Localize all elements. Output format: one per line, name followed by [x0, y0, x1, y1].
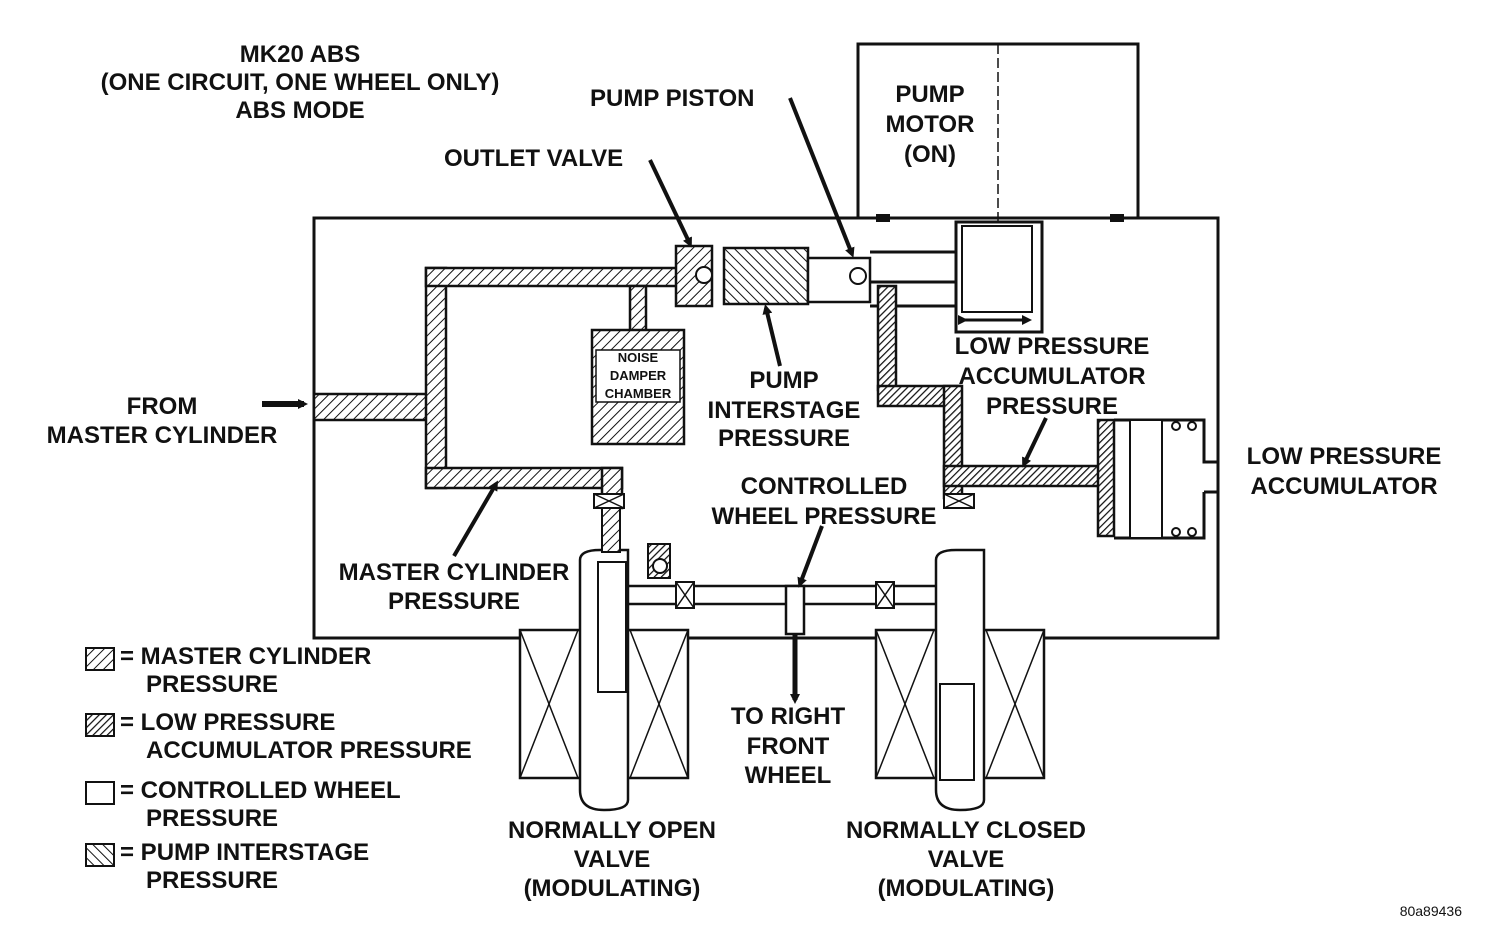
pump-piston-chamber — [722, 246, 810, 306]
noise-damper-label-3: CHAMBER — [605, 386, 672, 401]
pump-inlet-ball — [849, 267, 867, 285]
outlet-valve-label: OUTLET VALVE — [444, 145, 623, 172]
legend: = MASTER CYLINDER PRESSURE = LOW PRESSUR… — [85, 643, 472, 894]
legend-master-line-2: PRESSURE — [146, 671, 278, 698]
title-line-1: MK20 ABS — [240, 41, 360, 68]
master-cyl-pressure-pointer — [452, 480, 499, 558]
pump-piston-label: PUMP PISTON — [590, 85, 754, 112]
pump-piston-pointer — [788, 97, 855, 258]
nc-valve-label-1: NORMALLY CLOSED — [846, 817, 1086, 844]
pump-motor-label-1: PUMP — [895, 81, 964, 108]
lp-acc-pressure-label-1: LOW PRESSURE — [955, 333, 1150, 360]
low-pressure-passages — [876, 284, 1116, 538]
to-wheel-label-2: FRONT — [747, 733, 830, 760]
low-pressure-acc-pointer — [1022, 417, 1048, 468]
from-master-label-2: MASTER CYLINDER — [47, 422, 278, 449]
legend-controlled-line-2: PRESSURE — [146, 805, 278, 832]
lp-acc-pressure-label-3: PRESSURE — [986, 393, 1118, 420]
mc-pressure-label-1: MASTER CYLINDER — [339, 559, 570, 586]
legend-swatch-master — [85, 647, 115, 671]
low-pressure-accumulator — [1114, 418, 1218, 540]
legend-interstage-line-1: = PUMP INTERSTAGE — [120, 839, 369, 866]
legend-controlled-line-1: = CONTROLLED WHEEL — [120, 777, 401, 804]
interstage-pointer — [762, 304, 782, 367]
motor-mount-1 — [876, 214, 890, 222]
nc-valve-label-2: VALVE — [928, 846, 1004, 873]
title-line-2: (ONE CIRCUIT, ONE WHEEL ONLY) — [101, 69, 500, 96]
no-valve-label-1: NORMALLY OPEN — [508, 817, 716, 844]
outlet-valve-pointer — [648, 159, 692, 248]
pump-motor-label-2: MOTOR — [886, 111, 975, 138]
title-line-3: ABS MODE — [235, 97, 364, 124]
motor-mount-2 — [1110, 214, 1124, 222]
legend-lowpress-line-1: = LOW PRESSURE — [120, 709, 335, 736]
outlet-valve-ball — [695, 266, 713, 284]
legend-lowpress-line-2: ACCUMULATOR PRESSURE — [146, 737, 472, 764]
noise-damper-label-box — [595, 349, 681, 403]
figure-id: 80a89436 — [1400, 903, 1463, 919]
mc-pressure-label-2: PRESSURE — [388, 588, 520, 615]
legend-swatch-controlled — [85, 781, 115, 805]
noise-damper-label-2: DAMPER — [610, 368, 667, 383]
interstage-label-1: PUMP — [749, 367, 818, 394]
legend-swatch-lowpress — [85, 713, 115, 737]
pump-motor-label-3: (ON) — [904, 141, 956, 168]
normally-open-valve — [518, 493, 695, 812]
legend-master-line-1: = MASTER CYLINDER — [120, 643, 371, 670]
from-master-label-1: FROM — [127, 393, 198, 420]
no-valve-label-2: VALVE — [574, 846, 650, 873]
pump-eccentric — [961, 225, 1033, 313]
nc-valve-label-3: (MODULATING) — [878, 875, 1055, 902]
normally-closed-valve — [874, 493, 1046, 812]
legend-swatch-interstage — [85, 843, 115, 867]
lp-accumulator-label-1: LOW PRESSURE — [1247, 443, 1442, 470]
to-wheel-label-3: WHEEL — [745, 762, 832, 789]
noise-damper-label-1: NOISE — [618, 350, 659, 365]
to-wheel-label-1: TO RIGHT — [731, 703, 846, 730]
controlled-wheel-pointer — [797, 525, 824, 588]
controlled-wheel-label-1: CONTROLLED — [741, 473, 908, 500]
controlled-wheel-label-2: WHEEL PRESSURE — [712, 503, 937, 530]
legend-interstage-line-2: PRESSURE — [146, 867, 278, 894]
interstage-label-2: INTERSTAGE — [708, 397, 861, 424]
lp-accumulator-label-2: ACCUMULATOR — [1250, 473, 1437, 500]
no-valve-label-3: (MODULATING) — [524, 875, 701, 902]
lp-acc-pressure-label-2: ACCUMULATOR — [958, 363, 1145, 390]
interstage-label-3: PRESSURE — [718, 425, 850, 452]
